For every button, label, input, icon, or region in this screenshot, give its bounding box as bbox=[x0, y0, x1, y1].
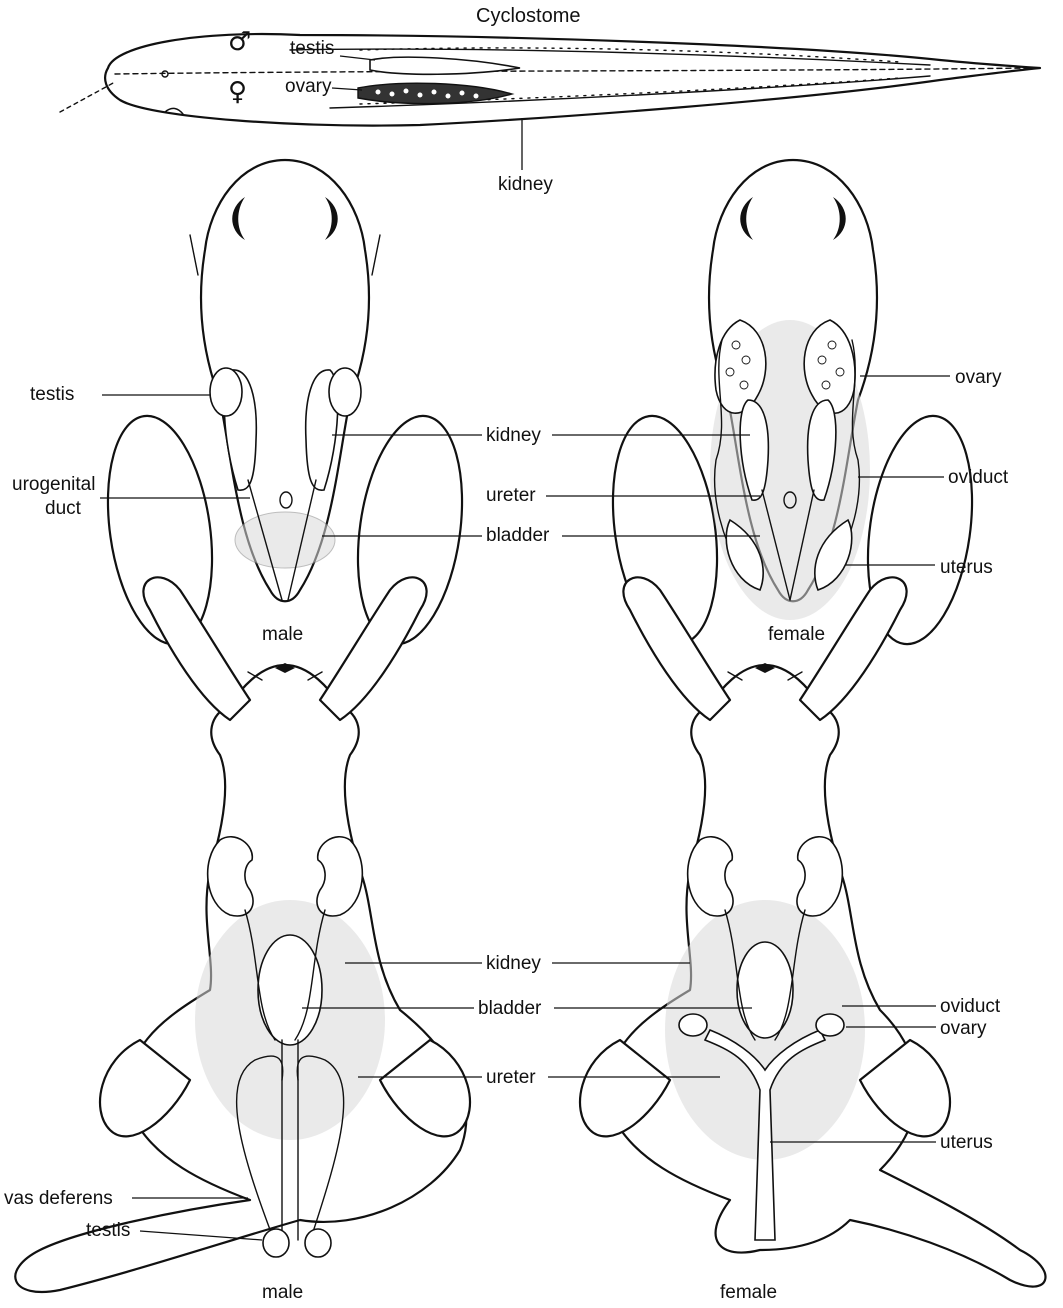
cyclostome-female-symbol: ♀ bbox=[228, 77, 247, 107]
cat-female-uterus-label: uterus bbox=[940, 1132, 993, 1153]
cyclostome-male-symbol: ♂ bbox=[228, 27, 251, 57]
cat-bladder-label: bladder bbox=[478, 998, 542, 1019]
frog-male-duct-label: duct bbox=[45, 498, 82, 519]
cyclostome-panel: Cyclostome ♂ ♀ testis ovary kidney bbox=[60, 5, 1040, 195]
cat-female-caption: female bbox=[720, 1282, 777, 1303]
frog-female-ovary-label: ovary bbox=[955, 367, 1002, 388]
frog-bladder-label: bladder bbox=[486, 525, 550, 546]
cat-male-left-testis bbox=[263, 1229, 289, 1257]
frog-kidney-label: kidney bbox=[486, 425, 541, 446]
cat-female-ovary-label: ovary bbox=[940, 1018, 987, 1039]
cyclostome-title: Cyclostome bbox=[476, 5, 580, 27]
cyclostome-testis-label: testis bbox=[290, 38, 334, 59]
cyclostome-kidney-label: kidney bbox=[498, 174, 553, 195]
cat-female-oviduct-label: oviduct bbox=[940, 996, 1001, 1017]
cat-male-caption: male bbox=[262, 1282, 303, 1303]
cat-male-panel: vas deferens testis male bbox=[4, 577, 470, 1303]
frog-male-caption: male bbox=[262, 624, 303, 645]
cat-ureter-label: ureter bbox=[486, 1067, 536, 1088]
cat-male-right-testis bbox=[305, 1229, 331, 1257]
cat-female-right-ovary bbox=[816, 1014, 844, 1036]
cat-male-testis-label: testis bbox=[86, 1220, 130, 1241]
frog-female-caption: female bbox=[768, 624, 825, 645]
frog-male-right-testis bbox=[329, 368, 361, 416]
frog-female-oviduct-label: oviduct bbox=[948, 467, 1009, 488]
cat-kidney-label: kidney bbox=[486, 953, 541, 974]
frog-female-uterus-label: uterus bbox=[940, 557, 993, 578]
frog-female-panel: ovary oviduct uterus female bbox=[599, 160, 1008, 651]
cat-male-vas-deferens-label: vas deferens bbox=[4, 1188, 113, 1209]
cyclostome-ovary-label: ovary bbox=[285, 76, 332, 97]
cat-male-bladder bbox=[258, 935, 322, 1045]
cat-female-panel: oviduct ovary uterus female bbox=[580, 577, 1045, 1303]
frog-male-urogenital-label: urogenital bbox=[12, 474, 95, 495]
frog-male-left-testis bbox=[210, 368, 242, 416]
frog-ureter-label: ureter bbox=[486, 485, 536, 506]
frog-male-bladder bbox=[235, 512, 335, 568]
frog-male-testis-label: testis bbox=[30, 384, 74, 405]
cat-female-left-ovary bbox=[679, 1014, 707, 1036]
cat-female-bladder bbox=[737, 942, 793, 1038]
